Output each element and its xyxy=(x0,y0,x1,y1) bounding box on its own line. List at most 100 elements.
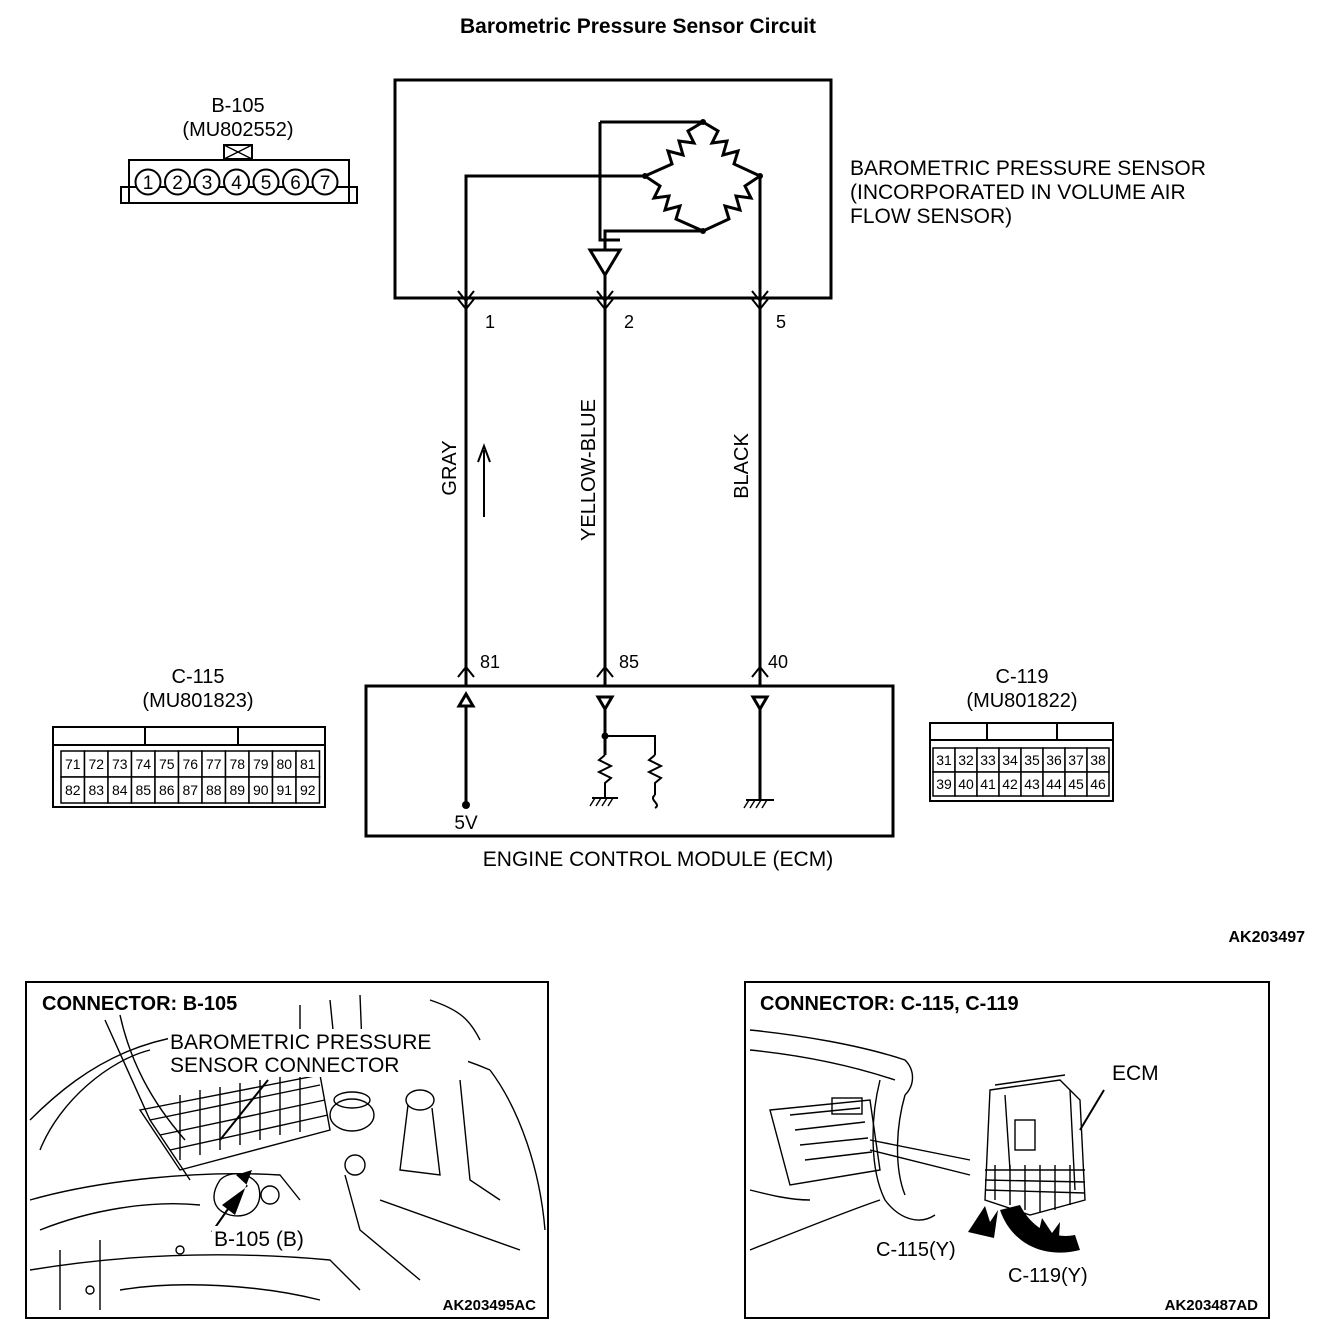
c119-pin-cell xyxy=(1086,771,1110,797)
b105-pin-circle xyxy=(252,168,280,196)
c119-pin-label: 38 xyxy=(1090,752,1106,768)
c115-pin-label: 83 xyxy=(88,782,104,798)
c115-pin-label: 80 xyxy=(276,756,292,772)
ecm-pin-40: 40 xyxy=(768,652,788,672)
b105-pin-circle xyxy=(282,168,309,196)
wires: 1 2 5 81 85 40 GRAY YELLOW-BLUE BLACK xyxy=(439,290,788,686)
ecm-box: 5V ENGINE CONTROL MODULE (ECM) xyxy=(364,684,895,871)
diagram-title: Barometric Pressure Sensor Circuit xyxy=(460,15,816,38)
c115-pin-label: 84 xyxy=(112,782,128,798)
b105-pin-label: 4 xyxy=(231,173,242,194)
c115-pin-label: 79 xyxy=(253,756,269,772)
c119-pin-label: 31 xyxy=(936,752,952,768)
c119-pin-label: 33 xyxy=(980,752,996,768)
c115-pin-label: 77 xyxy=(206,756,222,772)
c115-pin-label: 81 xyxy=(300,756,316,772)
c115-pin-cell xyxy=(295,776,321,804)
ecm-pin-85: 85 xyxy=(619,652,639,672)
panel-right-ecm-label: ECM xyxy=(1112,1062,1159,1085)
panel-right-header: CONNECTOR: C-115, C-119 xyxy=(760,993,1019,1015)
b105-pin-circle xyxy=(223,168,250,196)
c119-pin-label: 40 xyxy=(958,776,974,792)
ecm-supply-5v: 5V xyxy=(454,813,478,834)
c119-pin-label: 46 xyxy=(1090,776,1106,792)
c119-pin-label: 45 xyxy=(1068,776,1084,792)
c119-pin-label: 36 xyxy=(1046,752,1062,768)
sensor-box: BAROMETRIC PRESSURE SENSOR (INCORPORATED… xyxy=(393,78,1206,300)
c115-pin-label: 92 xyxy=(300,782,316,798)
c119-pin-label: 32 xyxy=(958,752,974,768)
c115-pin-label: 88 xyxy=(206,782,222,798)
connector-c115-pins: 71 72 73 74 75 76 77 78 79 80 81 82 83 84 85 86 87 88 89 90… xyxy=(60,750,321,804)
c115-pin-label: 82 xyxy=(65,782,81,798)
wire-color-yellow-blue: YELLOW-BLUE xyxy=(578,399,600,541)
b105-pin-circle xyxy=(193,168,221,196)
b105-pin-circle xyxy=(134,168,162,196)
c119-pin-label: 41 xyxy=(980,776,996,792)
diagram-code: AK203497 xyxy=(1229,929,1306,946)
c119-pin-label: 34 xyxy=(1002,752,1018,768)
b105-pin-label: 5 xyxy=(261,173,272,194)
connector-c119-pins: 31 32 33 34 35 36 37 38 39 40 41 42 43 44 45 46 xyxy=(932,747,1110,797)
wire-color-gray: GRAY xyxy=(439,440,461,495)
ecm-label: ENGINE CONTROL MODULE (ECM) xyxy=(483,848,833,871)
panel-connector-b105: CONNECTOR: B-105 BAROMETRIC PRESSURE SEN… xyxy=(25,981,549,1319)
connector-c115-name: C-115 xyxy=(172,666,225,688)
panel-left-callout-line-1: BAROMETRIC PRESSURE xyxy=(170,1031,431,1054)
connector-b105-name: B-105 xyxy=(211,95,264,117)
supply-node xyxy=(462,801,470,809)
b105-pin-label: 2 xyxy=(172,173,183,194)
c115-pin-label: 89 xyxy=(229,782,245,798)
wire-color-black: BLACK xyxy=(731,433,753,499)
panel-left-pointer-label: B-105 (B) xyxy=(214,1228,304,1251)
c115-pin-label: 90 xyxy=(253,782,269,798)
panel-left-code: AK203495AC xyxy=(443,1297,537,1314)
c119-pin-label: 35 xyxy=(1024,752,1040,768)
sensor-pin-1: 1 xyxy=(485,312,495,332)
c119-pin-label: 37 xyxy=(1068,752,1084,768)
c115-pin-label: 86 xyxy=(159,782,175,798)
panel-right-c119-label: C-119(Y) xyxy=(1008,1265,1088,1287)
panel-left-header: CONNECTOR: B-105 xyxy=(42,993,237,1015)
c115-pin-label: 91 xyxy=(276,782,292,798)
c119-pin-label: 42 xyxy=(1002,776,1018,792)
connector-c119-part: (MU801822) xyxy=(966,690,1077,712)
b105-pin-label: 3 xyxy=(202,173,213,194)
sensor-label-line-2: (INCORPORATED IN VOLUME AIR xyxy=(850,181,1186,204)
b105-pin-label: 7 xyxy=(320,173,331,194)
c115-pin-label: 73 xyxy=(112,756,128,772)
c115-pin-label: 71 xyxy=(65,756,81,772)
c115-pin-label: 78 xyxy=(229,756,245,772)
connector-c119-name: C-119 xyxy=(996,666,1049,688)
c115-pin-label: 74 xyxy=(135,756,151,772)
ecm-pin-81: 81 xyxy=(480,652,500,672)
b105-pin-circle xyxy=(311,168,339,196)
b105-pin-label: 1 xyxy=(143,173,154,194)
connector-c119: C-119 (MU801822) 31 32 33 34 35 36 37 38 39 40 41 4… xyxy=(929,666,1114,802)
c115-pin-label: 85 xyxy=(135,782,151,798)
ecm-illustration xyxy=(749,1029,1086,1251)
panel-right-c115-label: C-115(Y) xyxy=(876,1239,956,1261)
sensor-pin-2: 2 xyxy=(624,312,634,332)
panel-left-callout-line-2: SENSOR CONNECTOR xyxy=(170,1054,399,1077)
b105-pin-label: 6 xyxy=(290,173,301,194)
c119-pin-label: 39 xyxy=(936,776,952,792)
c115-pin-label: 87 xyxy=(182,782,198,798)
c115-pin-label: 76 xyxy=(182,756,198,772)
panel-right-code: AK203487AD xyxy=(1165,1297,1259,1314)
c119-pin-label: 44 xyxy=(1046,776,1062,792)
connector-c115: C-115 (MU801823) 71 72 73 74 75 76 77 78 79 80 81 8… xyxy=(52,666,326,808)
c115-pin-label: 72 xyxy=(88,756,104,772)
connector-b105-part: (MU802552) xyxy=(182,119,293,141)
panel-connector-c115-c119: CONNECTOR: C-115, C-119 ECM C-115(Y) C-1… xyxy=(744,981,1270,1319)
c115-pin-label: 75 xyxy=(159,756,175,772)
c119-pin-label: 43 xyxy=(1024,776,1040,792)
connector-c115-part: (MU801823) xyxy=(142,690,253,712)
sensor-label-line-3: FLOW SENSOR) xyxy=(850,205,1012,228)
b105-pin-circle xyxy=(164,168,191,196)
sensor-label-line-1: BAROMETRIC PRESSURE SENSOR xyxy=(850,157,1206,180)
sensor-pin-5: 5 xyxy=(776,312,786,332)
